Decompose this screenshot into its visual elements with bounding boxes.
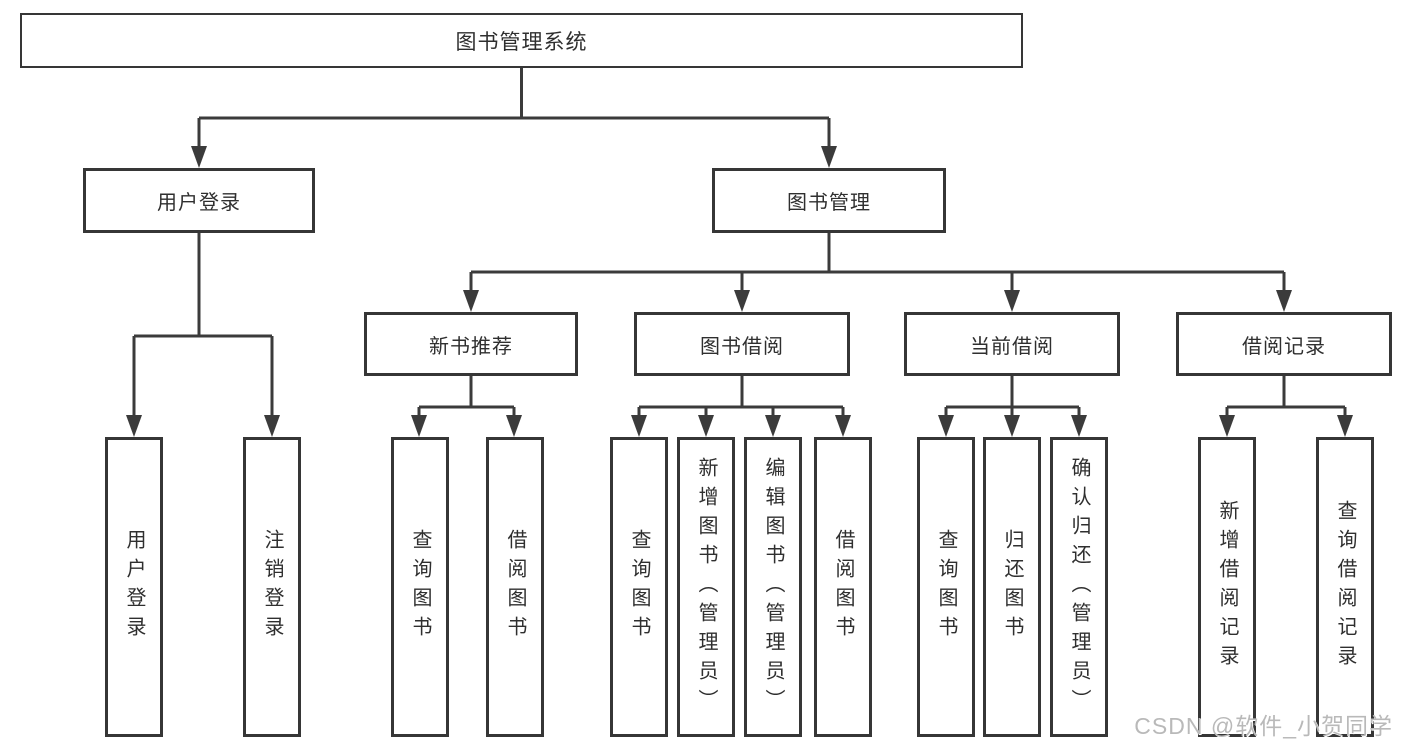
leaf-label: 确认归还（管理员） bbox=[1068, 456, 1090, 718]
arrowhead-leaf bbox=[835, 415, 851, 437]
arrowhead-level3 bbox=[1276, 290, 1292, 312]
leaf-label: 新增借阅记录 bbox=[1216, 500, 1238, 674]
node-label: 当前借阅 bbox=[970, 335, 1054, 358]
leaf-label: 查询图书 bbox=[409, 529, 431, 645]
leaf-logout: 注销登录 bbox=[243, 437, 301, 737]
leaf-user-login: 用户登录 bbox=[105, 437, 163, 737]
node-label: 图书借阅 bbox=[700, 335, 784, 358]
node-label: 图书管理 bbox=[787, 192, 871, 214]
leaf-label: 借阅图书 bbox=[832, 529, 854, 645]
arrowhead-leaf bbox=[1337, 415, 1353, 437]
leaf-query-books-recommend: 查询图书 bbox=[391, 437, 449, 737]
leaf-return-books: 归还图书 bbox=[983, 437, 1041, 737]
arrowhead-leaf bbox=[631, 415, 647, 437]
leaf-label: 编辑图书（管理员） bbox=[762, 456, 784, 718]
node-label: 借阅记录 bbox=[1242, 335, 1326, 358]
arrowhead-leaf bbox=[1004, 415, 1020, 437]
node-book-management-group: 图书管理 bbox=[712, 168, 946, 233]
leaf-add-book-admin: 新增图书（管理员） bbox=[677, 437, 735, 737]
arrowhead-leaf bbox=[765, 415, 781, 437]
arrowhead-leaf bbox=[411, 415, 427, 437]
leaf-query-books-current: 查询图书 bbox=[917, 437, 975, 737]
node-borrowing-records: 借阅记录 bbox=[1176, 312, 1392, 376]
leaf-label: 查询借阅记录 bbox=[1334, 500, 1356, 674]
arrowhead-book-mgmt bbox=[821, 146, 837, 168]
leaf-edit-book-admin: 编辑图书（管理员） bbox=[744, 437, 802, 737]
node-user-login-group: 用户登录 bbox=[83, 168, 315, 233]
leaf-label: 借阅图书 bbox=[504, 529, 526, 645]
leaf-borrow-books-borrowing: 借阅图书 bbox=[814, 437, 872, 737]
arrowhead-leaf bbox=[698, 415, 714, 437]
node-label: 用户登录 bbox=[157, 192, 241, 214]
node-root: 图书管理系统 bbox=[20, 13, 1023, 68]
leaf-add-borrow-record: 新增借阅记录 bbox=[1198, 437, 1256, 737]
arrowhead-leaf bbox=[506, 415, 522, 437]
arrowhead-level3 bbox=[463, 290, 479, 312]
leaf-label: 查询图书 bbox=[628, 529, 650, 645]
arrowhead-leaf bbox=[938, 415, 954, 437]
node-label: 新书推荐 bbox=[429, 335, 513, 358]
arrowhead-leaf bbox=[1071, 415, 1087, 437]
arrowhead-level3 bbox=[734, 290, 750, 312]
leaf-confirm-return-admin: 确认归还（管理员） bbox=[1050, 437, 1108, 737]
leaf-query-borrow-record: 查询借阅记录 bbox=[1316, 437, 1374, 737]
arrowhead-leaf bbox=[1219, 415, 1235, 437]
leaf-label: 注销登录 bbox=[261, 529, 283, 645]
arrowhead-user-login-group bbox=[191, 146, 207, 168]
node-book-borrowing: 图书借阅 bbox=[634, 312, 850, 376]
leaf-borrow-books-recommend: 借阅图书 bbox=[486, 437, 544, 737]
leaf-label: 查询图书 bbox=[935, 529, 957, 645]
arrowhead-level3 bbox=[1004, 290, 1020, 312]
leaf-query-books-borrowing: 查询图书 bbox=[610, 437, 668, 737]
arrowhead-leaf bbox=[264, 415, 280, 437]
leaf-label: 用户登录 bbox=[123, 529, 145, 645]
node-label: 图书管理系统 bbox=[455, 30, 588, 54]
leaf-label: 归还图书 bbox=[1001, 529, 1023, 645]
arrowhead-leaf bbox=[126, 415, 142, 437]
node-new-book-recommend: 新书推荐 bbox=[364, 312, 578, 376]
leaf-label: 新增图书（管理员） bbox=[695, 456, 717, 718]
node-current-borrowing: 当前借阅 bbox=[904, 312, 1120, 376]
